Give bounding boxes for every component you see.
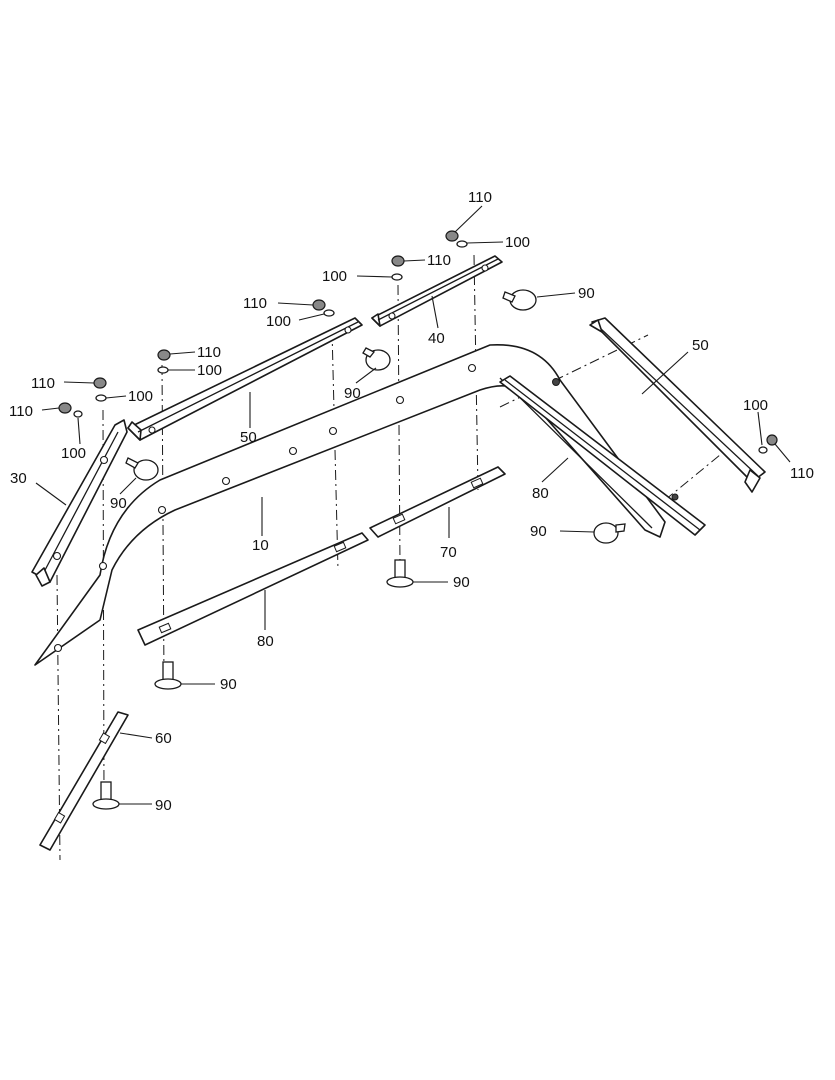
callout-50: 50 <box>240 429 257 446</box>
part-30-angle-bracket <box>31 419 128 587</box>
nut-icon <box>93 377 107 389</box>
part-80-strip-right <box>499 375 706 536</box>
callout-40: 40 <box>428 330 445 347</box>
callout-110: 110 <box>31 375 55 392</box>
callout-110: 110 <box>790 465 814 482</box>
callout-70: 70 <box>440 544 457 561</box>
part-80-flat-strip-bottom <box>137 532 369 646</box>
washer-icon <box>95 394 107 402</box>
callout-110: 110 <box>427 252 451 269</box>
bolt-icon <box>502 289 537 311</box>
bolt-icon <box>593 522 626 544</box>
washer-icon <box>758 446 768 454</box>
callout-100: 100 <box>61 445 86 462</box>
part-70-flat-strip-middle <box>369 466 506 538</box>
leader-lines <box>35 205 791 805</box>
part-40-angle-strip-short <box>371 255 503 327</box>
bolt-icon <box>154 661 182 690</box>
nut-icon <box>312 299 326 311</box>
washer-icon <box>391 273 403 281</box>
callout-90: 90 <box>344 385 361 402</box>
callout-80: 80 <box>532 485 549 502</box>
washer-icon <box>73 410 83 418</box>
nut-icon <box>391 255 405 267</box>
part-50-angle-strip-right <box>589 317 766 493</box>
callout-100: 100 <box>128 388 153 405</box>
callout-labels: 110 100 90 110 100 110 100 40 90 110 100… <box>9 189 814 814</box>
callout-110: 110 <box>9 403 33 420</box>
callout-100: 100 <box>743 397 768 414</box>
washer-icon <box>157 366 169 374</box>
washer-icon <box>323 309 335 317</box>
callout-90: 90 <box>155 797 172 814</box>
callout-80: 80 <box>257 633 274 650</box>
bolt-icon <box>125 457 159 481</box>
callout-110: 110 <box>243 295 267 312</box>
washer-icon <box>456 240 468 248</box>
callout-100: 100 <box>266 313 291 330</box>
callout-50: 50 <box>692 337 709 354</box>
part-60-short-strip <box>39 711 129 851</box>
nut-icon <box>766 434 778 446</box>
bolt-icon <box>362 347 391 371</box>
callout-100: 100 <box>322 268 347 285</box>
callout-60: 60 <box>155 730 172 747</box>
bolt-icon <box>92 781 120 810</box>
callout-90: 90 <box>453 574 470 591</box>
part-50-angle-strip-left <box>127 317 363 441</box>
callout-30: 30 <box>10 470 27 487</box>
nut-icon <box>445 230 459 242</box>
nut-icon <box>58 402 72 414</box>
callout-90: 90 <box>578 285 595 302</box>
callout-100: 100 <box>505 234 530 251</box>
callout-100: 100 <box>197 362 222 379</box>
callout-90: 90 <box>530 523 547 540</box>
callout-90: 90 <box>220 676 237 693</box>
bolt-icon <box>386 559 414 588</box>
callout-10: 10 <box>252 537 269 554</box>
nut-icon <box>157 349 171 361</box>
hardware <box>58 230 778 810</box>
callout-110: 110 <box>468 189 492 206</box>
part-10-main-frame <box>34 344 679 666</box>
callout-90: 90 <box>110 495 127 512</box>
callout-110: 110 <box>197 344 221 361</box>
